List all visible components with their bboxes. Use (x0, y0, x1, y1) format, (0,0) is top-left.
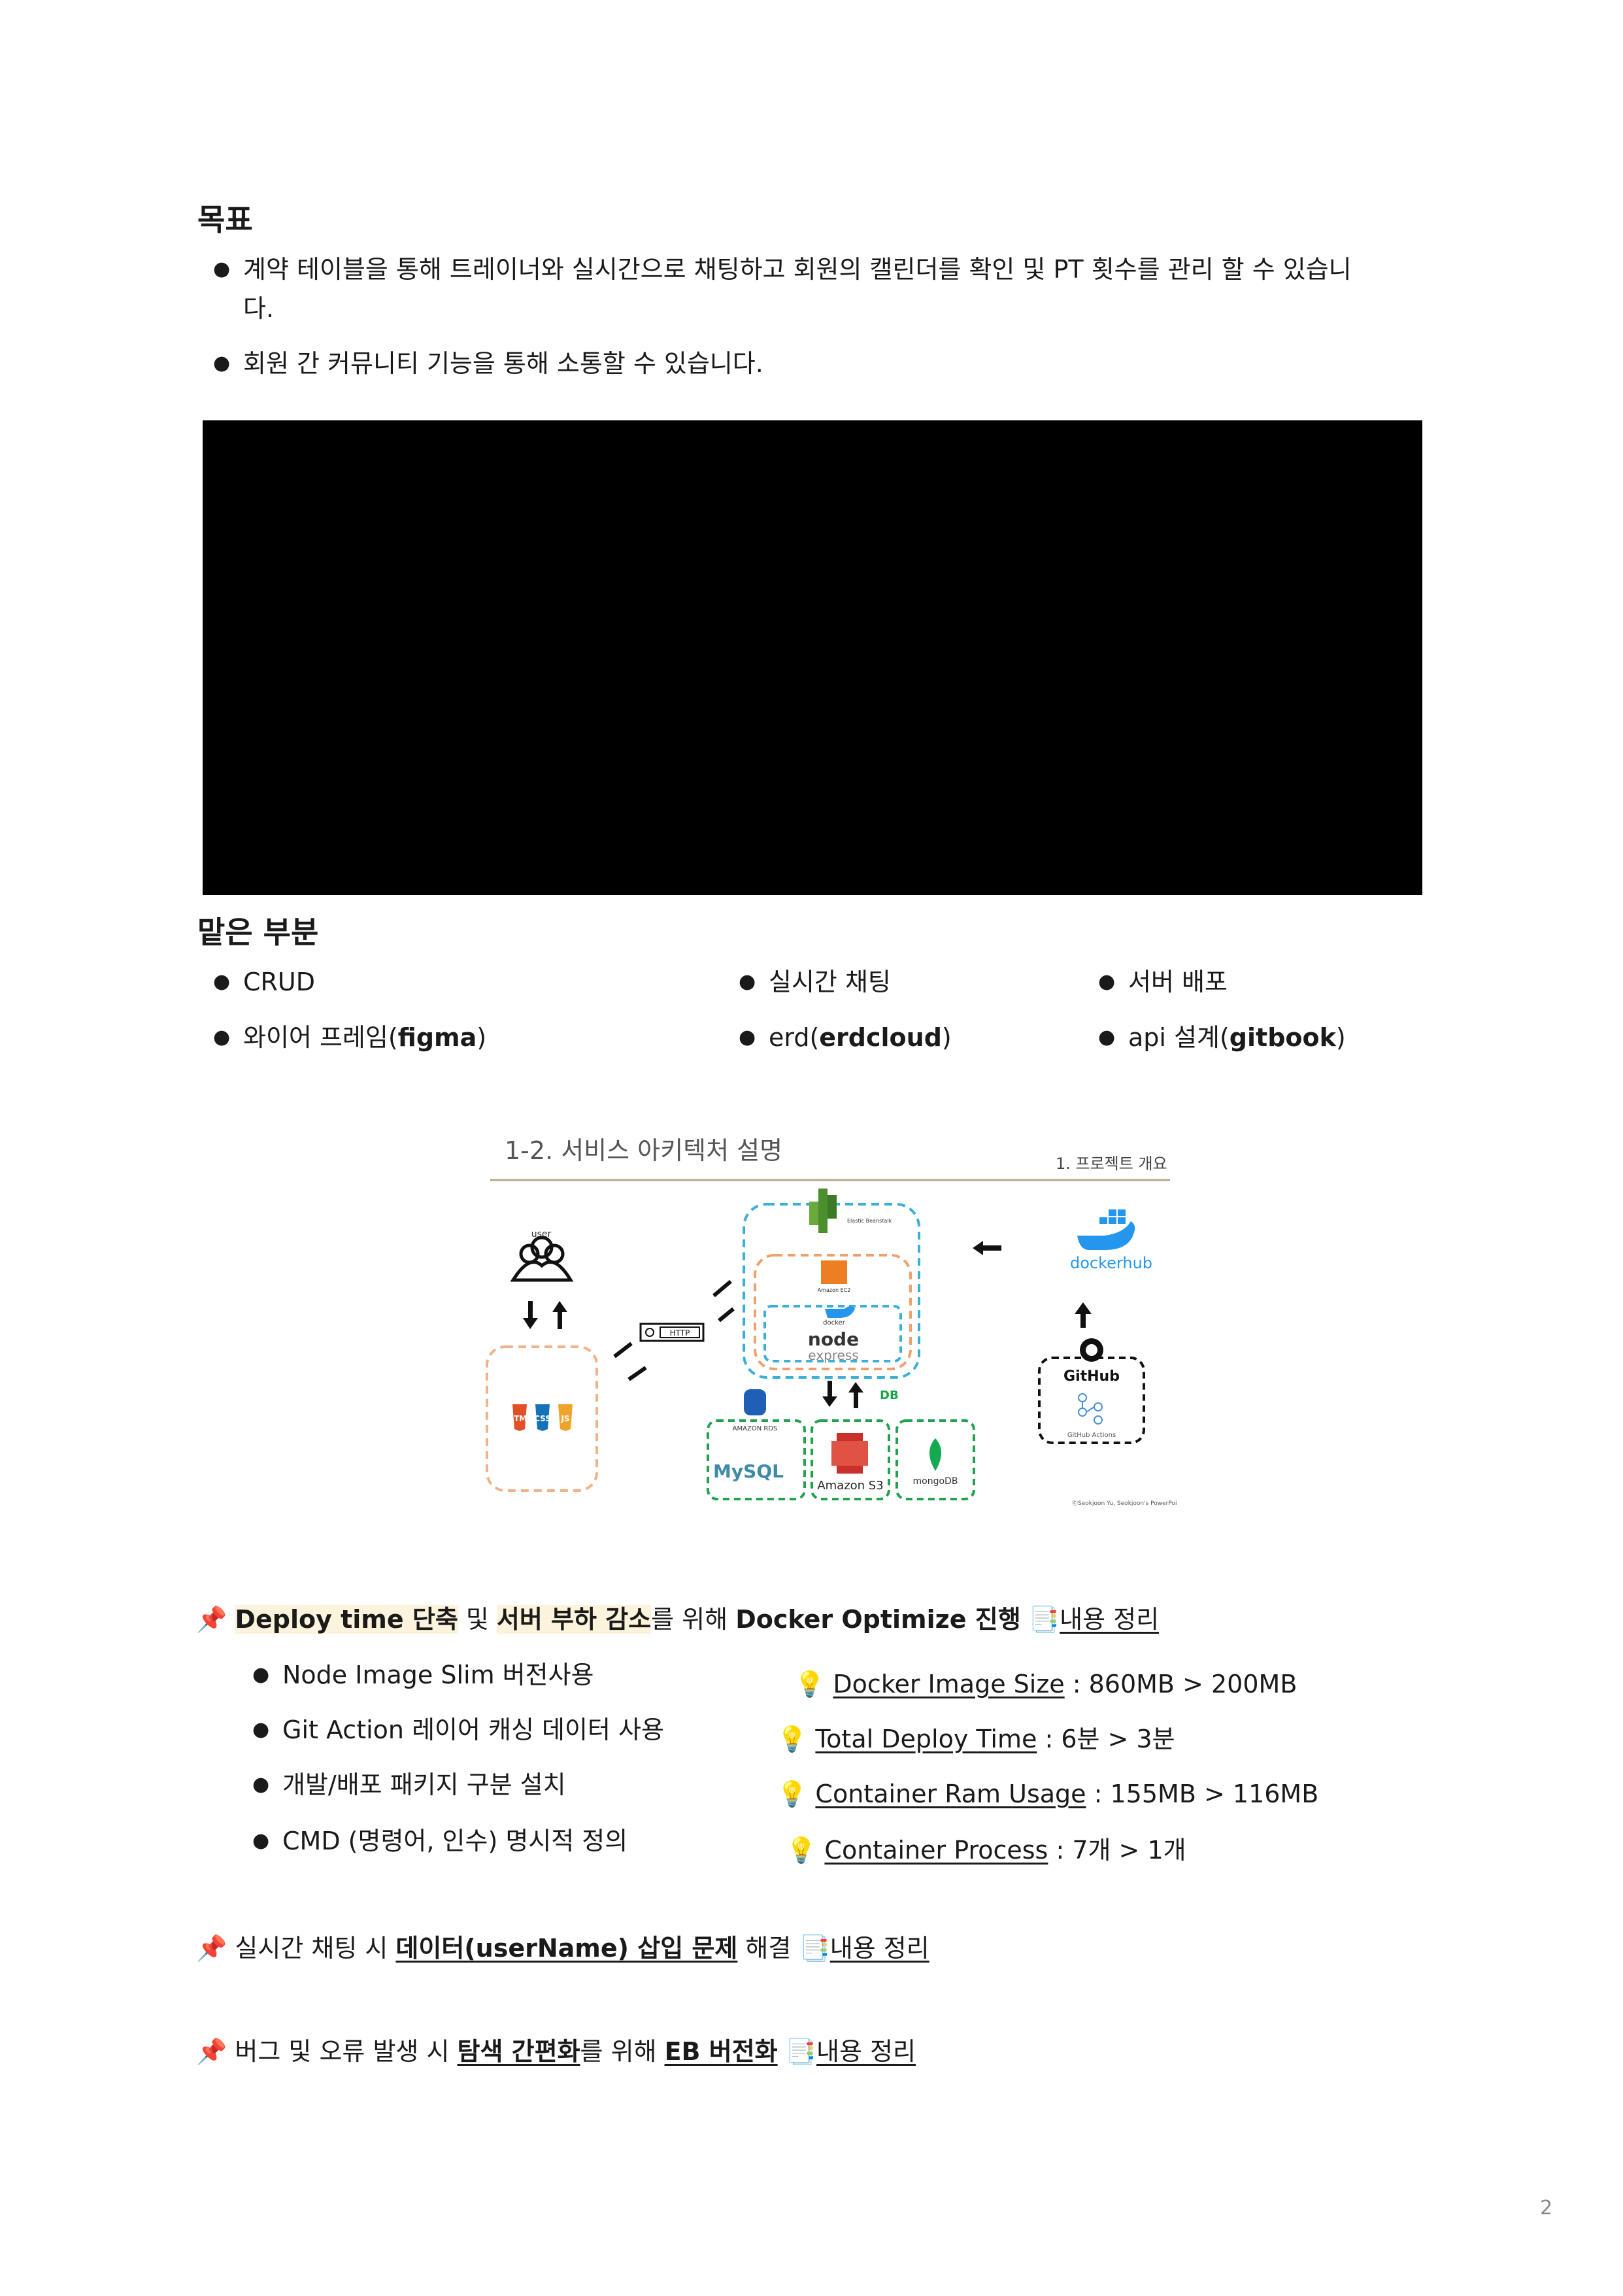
arrow-up-icon (552, 1301, 567, 1329)
goal-heading: 목표 (197, 202, 253, 237)
bullet: ● (213, 258, 231, 280)
stat-deploy-time: 💡 Total Deploy Time : 6분 > 3분 (777, 1725, 1175, 1753)
lightbulb-icon: 💡 (786, 1836, 817, 1865)
ec2-icon (821, 1260, 847, 1284)
deploy-notes-link[interactable]: 내용 정리 (1060, 1605, 1160, 1634)
arrow-down-icon (523, 1301, 538, 1329)
github-actions-icon (1078, 1393, 1103, 1425)
svg-text:HTML: HTML (507, 1414, 532, 1423)
stat-process: 💡 Container Process : 7개 > 1개 (786, 1836, 1186, 1865)
arrow-left-icon (973, 1241, 1001, 1255)
memo-icon: 📑 (799, 1934, 830, 1963)
svg-text:HTTP: HTTP (670, 1328, 690, 1338)
chat-fix-notes-link[interactable]: 내용 정리 (829, 1934, 929, 1963)
mysql-logo: MySQL (713, 1460, 784, 1482)
chat-fix-heading: 📌 실시간 채팅 시 데이터(userName) 삽입 문제 해결 📑내용 정리 (196, 1934, 929, 1963)
svg-text:JS: JS (560, 1414, 569, 1423)
s3-icon (831, 1433, 868, 1474)
architecture-diagram: 1-2. 서비스 아키텍처 설명 1. 프로젝트 개요 user HTML CS… (486, 1136, 1177, 1507)
arch-subtitle: 1. 프로젝트 개요 (1056, 1155, 1167, 1173)
dockerhub-whale-icon (1077, 1209, 1135, 1250)
pushpin-icon: 📌 (196, 2037, 227, 2066)
deploy-heading: 📌 Deploy time 단축 및 서버 부하 감소를 위해 Docker O… (196, 1605, 1160, 1634)
html-css-js-icons: HTML CSS JS (507, 1404, 573, 1431)
elastic-beanstalk-icon (809, 1189, 837, 1233)
user-group-icon (510, 1236, 574, 1282)
docker-small-icon (825, 1306, 855, 1318)
svg-text:ⒸSeokjoon Yu, Seokjoon's Power: ⒸSeokjoon Yu, Seokjoon's PowerPoint (1072, 1500, 1177, 1507)
svg-text:docker: docker (823, 1319, 846, 1326)
lightbulb-icon: 💡 (777, 1780, 808, 1808)
stat-image-size: 💡 Docker Image Size : 860MB > 200MB (794, 1670, 1297, 1698)
redacted-image (203, 420, 1422, 895)
pushpin-icon: 📌 (196, 1605, 227, 1634)
lightbulb-icon: 💡 (794, 1670, 826, 1698)
svg-text:Amazon EC2: Amazon EC2 (818, 1287, 851, 1293)
svg-text:mongoDB: mongoDB (913, 1476, 958, 1487)
memo-icon: 📑 (1028, 1605, 1060, 1634)
express-logo: express (808, 1347, 858, 1363)
node-logo: node (808, 1328, 859, 1350)
svg-text:AMAZON RDS: AMAZON RDS (733, 1425, 778, 1432)
svg-text:Amazon S3: Amazon S3 (817, 1479, 883, 1493)
eb-fix-heading: 📌 버그 및 오류 발생 시 탐색 간편화를 위해 EB 버전화 📑내용 정리 (196, 2037, 916, 2066)
db-arrows (822, 1381, 863, 1408)
stat-ram-usage: 💡 Container Ram Usage : 155MB > 116MB (777, 1780, 1319, 1808)
svg-text:GitHub Actions: GitHub Actions (1067, 1432, 1116, 1439)
svg-text:CSS: CSS (534, 1414, 551, 1423)
eb-fix-notes-link[interactable]: 내용 정리 (816, 2037, 916, 2066)
svg-text:DB: DB (880, 1389, 899, 1402)
pushpin-icon: 📌 (196, 1934, 227, 1963)
svg-text:GitHub: GitHub (1063, 1368, 1120, 1385)
dockerhub-logo: dockerhub (1070, 1254, 1152, 1272)
rds-icon (744, 1389, 766, 1415)
page-number: 2 (1540, 2197, 1553, 2220)
memo-icon: 📑 (785, 2037, 817, 2066)
lightbulb-icon: 💡 (777, 1725, 808, 1753)
arrow-icons (613, 1279, 735, 1381)
bullet: ● (213, 352, 231, 375)
roles-heading: 맡은 부분 (197, 915, 319, 950)
arrow-up-icon (1075, 1302, 1092, 1328)
mongodb-icon (929, 1438, 941, 1471)
arch-title: 1-2. 서비스 아키텍처 설명 (505, 1136, 782, 1165)
svg-text:Elastic Beanstalk: Elastic Beanstalk (847, 1218, 892, 1224)
